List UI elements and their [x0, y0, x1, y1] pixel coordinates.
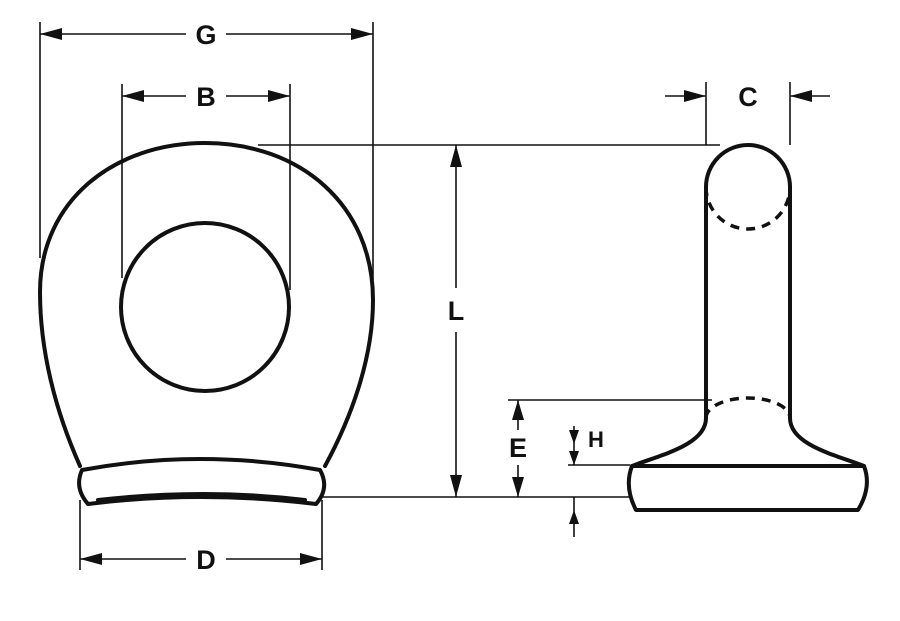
d-arrow-left	[80, 553, 102, 565]
dimension-lines	[39, 22, 830, 570]
l-arrow-bottom	[450, 475, 462, 497]
side-top-circle	[704, 143, 792, 189]
d-arrow-right	[300, 553, 322, 565]
e-arrow-top	[512, 400, 524, 420]
g-arrow-left	[40, 28, 62, 40]
side-base-pad	[626, 464, 869, 512]
front-base-curve	[96, 492, 307, 502]
front-base-pad	[77, 457, 327, 506]
label-c: C	[738, 82, 758, 112]
label-g: G	[195, 20, 216, 50]
h-arrow-upper	[569, 451, 579, 465]
e-arrow-bottom	[512, 477, 524, 497]
l-arrow-top	[450, 145, 462, 167]
c-arrow-left	[684, 90, 706, 102]
label-b: B	[196, 82, 216, 112]
side-view	[626, 143, 869, 512]
side-foot-flare	[630, 416, 866, 468]
side-bottom-hidden	[704, 396, 792, 419]
label-h: H	[588, 427, 604, 452]
front-inner-hole	[119, 221, 291, 393]
label-e: E	[509, 433, 527, 463]
front-outer-profile	[38, 141, 375, 468]
h-arrow-top	[569, 430, 579, 444]
g-arrow-right	[351, 28, 373, 40]
c-arrow-right	[790, 90, 812, 102]
b-arrow-right	[268, 90, 290, 102]
b-arrow-left	[122, 90, 144, 102]
h-arrow-bottom	[569, 510, 579, 524]
dimension-labels: G B C L E H D	[195, 20, 757, 575]
label-l: L	[448, 296, 465, 326]
label-d: D	[196, 545, 216, 575]
side-top-hidden	[704, 186, 792, 231]
front-view	[38, 141, 375, 506]
